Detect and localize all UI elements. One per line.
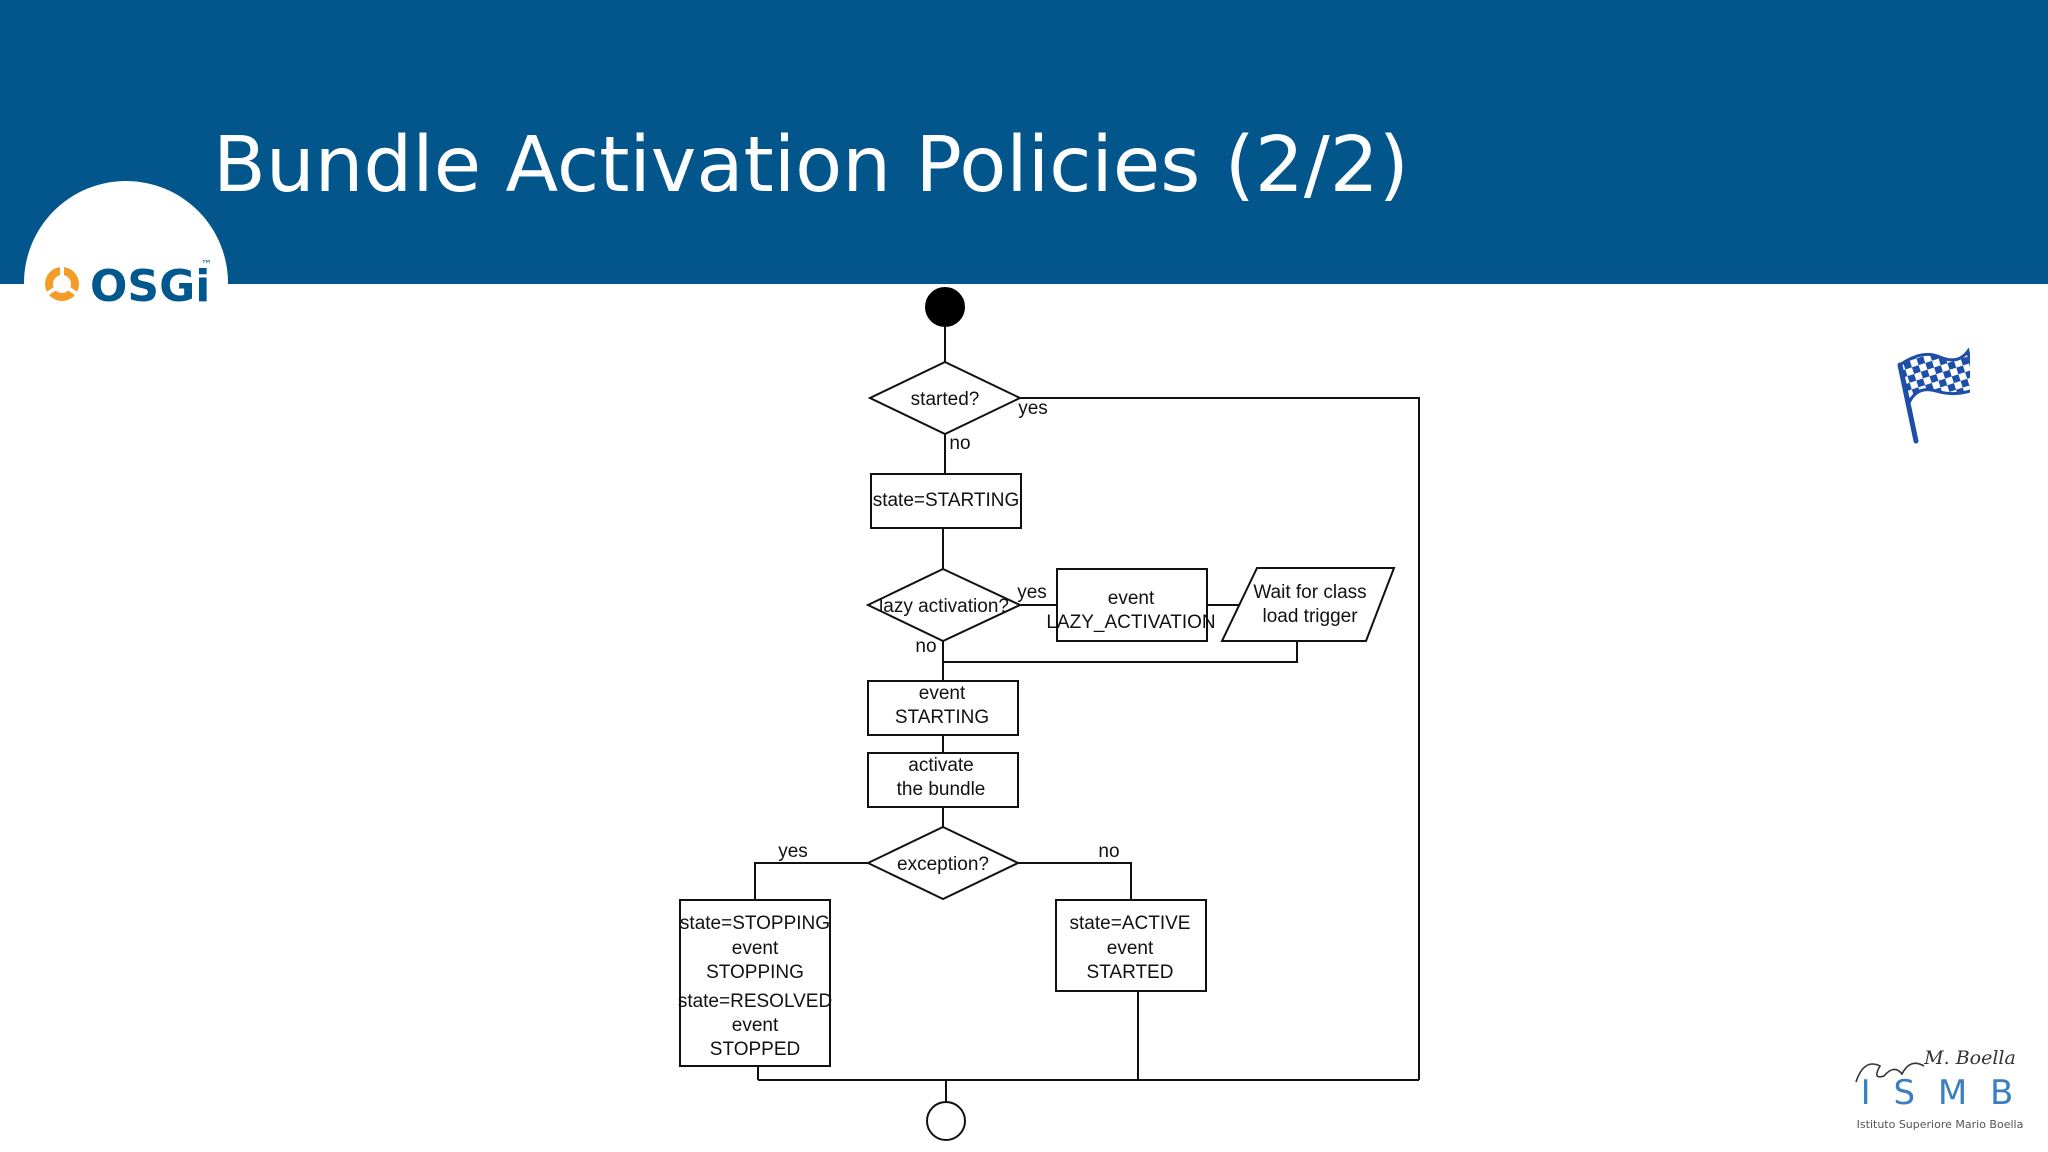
state-active-box (1055, 899, 1207, 992)
osgi-logo-mark-icon (45, 267, 79, 301)
exception-question-label: exception? (897, 854, 989, 875)
activate-line2: the bundle (897, 779, 986, 800)
wait-for-trigger-box (1220, 567, 1396, 642)
exception-no-label: no (1098, 841, 1119, 862)
ismb-logo: M. Boella I S M B Istituto Superiore Mar… (1855, 1047, 2024, 1131)
slide-title: Bundle Activation Policies (2/2) (213, 121, 1409, 210)
lazy-event-line1: event (1108, 588, 1155, 609)
stopping-line: STOPPING (706, 962, 804, 983)
started-question-label: started? (911, 389, 980, 410)
stopping-line: state=STOPPING (680, 913, 830, 934)
edge-exception-no (1018, 862, 1132, 900)
osgi-trademark: ™ (201, 258, 212, 271)
wait-line1: Wait for class (1253, 582, 1366, 603)
stopping-line: event (732, 938, 779, 959)
activity-diagram: started? yes no state=STARTING lazy acti… (678, 287, 1420, 1141)
edge-started-yes (1020, 397, 1420, 1080)
osgi-logo: OSGi ™ (45, 258, 212, 312)
ismb-letters: I S M B (1861, 1073, 2020, 1113)
started-yes-label: yes (1018, 398, 1048, 419)
checkered-flag-icon (1897, 347, 1970, 444)
osgi-logo-text: OSGi (90, 261, 210, 312)
lazy-event-line2: LAZY_ACTIVATION (1046, 612, 1215, 633)
edge-wait-return (943, 641, 1298, 663)
lazy-yes-label: yes (1017, 582, 1047, 603)
title-bar (0, 0, 2048, 284)
active-line: event (1107, 938, 1154, 959)
end-node (926, 1101, 966, 1141)
ismb-caption: Istituto Superiore Mario Boella (1857, 1118, 2024, 1131)
stopping-line: event (732, 1015, 779, 1036)
exception-decision (865, 825, 1021, 901)
lazy-question-label: lazy activation? (879, 596, 1009, 617)
state-stopping-box (679, 899, 831, 1067)
event-starting-line2: STARTING (895, 707, 989, 728)
active-line: state=ACTIVE (1070, 913, 1191, 934)
event-starting-line1: event (919, 683, 966, 704)
active-line: STARTED (1087, 962, 1174, 983)
lazy-no-label: no (915, 636, 936, 657)
exception-yes-label: yes (778, 841, 808, 862)
signature-scribble-icon (1855, 1062, 1925, 1083)
stopping-line: STOPPED (710, 1039, 800, 1060)
ismb-signature: M. Boella (1923, 1047, 2016, 1069)
state-starting-box (870, 473, 1022, 529)
wait-line2: load trigger (1262, 606, 1358, 627)
edge-exception-yes (754, 862, 868, 900)
activate-line1: activate (908, 755, 973, 776)
start-node (925, 287, 965, 327)
stopping-line: state=RESOLVED (678, 991, 832, 1012)
started-no-label: no (949, 433, 970, 454)
state-starting-label: state=STARTING (873, 490, 1020, 511)
